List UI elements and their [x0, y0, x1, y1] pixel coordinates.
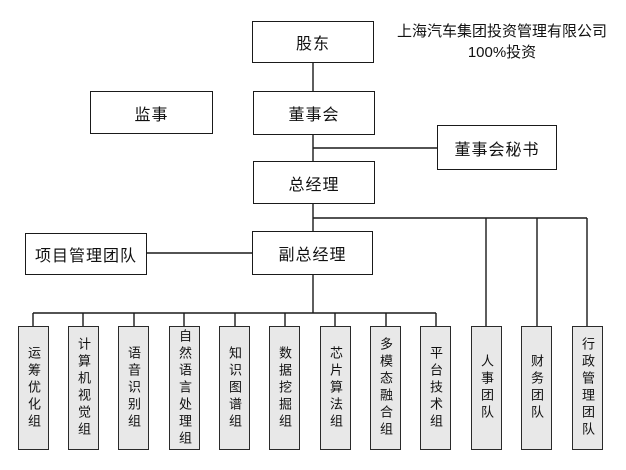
dept-box-data-mining-group: 数据挖掘组: [269, 326, 300, 450]
org-box-label: 总经理: [288, 176, 340, 194]
dept-label: 语音识别组: [126, 345, 141, 431]
org-box-board-secretary: 董事会秘书: [437, 125, 557, 170]
dept-label: 财务团队: [529, 354, 544, 422]
investor-company-name: 上海汽车集团投资管理有限公司: [396, 23, 607, 40]
dept-box-admin-management-team: 行政管理团队: [572, 326, 603, 450]
org-box-deputy-general-manager: 副总经理: [252, 231, 373, 275]
dept-label: 运筹优化组: [26, 345, 41, 431]
org-box-general-manager: 总经理: [253, 161, 375, 204]
org-box-label: 董事会秘书: [454, 141, 540, 159]
org-box-board-of-directors: 董事会: [253, 91, 375, 135]
org-box-label: 项目管理团队: [34, 248, 137, 265]
dept-box-knowledge-graph-group: 知识图谱组: [219, 326, 250, 450]
dept-label: 数据挖掘组: [277, 345, 292, 431]
org-box-label: 副总经理: [278, 247, 347, 264]
dept-label: 平台技术组: [428, 345, 443, 431]
dept-label: 多模态融合组: [378, 337, 393, 439]
dept-box-finance-team: 财务团队: [521, 326, 552, 450]
org-box-supervisor: 监事: [90, 91, 213, 134]
dept-label: 芯片算法组: [328, 345, 343, 431]
dept-box-hr-team: 人事团队: [471, 326, 502, 450]
dept-box-chip-algorithm-group: 芯片算法组: [320, 326, 351, 450]
dept-box-multimodal-fusion-group: 多模态融合组: [370, 326, 401, 450]
dept-box-speech-recognition-group: 语音识别组: [118, 326, 149, 450]
dept-box-nlp-group: 自然语言处理组: [169, 326, 200, 450]
dept-box-operations-research-optimization-group: 运筹优化组: [18, 326, 49, 450]
org-box-shareholder: 股东: [252, 21, 374, 63]
dept-label: 自然语言处理组: [177, 328, 192, 448]
investment-percentage: 100%投资: [467, 44, 537, 61]
dept-box-platform-technology-group: 平台技术组: [420, 326, 451, 450]
dept-label: 人事团队: [479, 354, 494, 422]
dept-label: 计算机视觉组: [76, 337, 91, 439]
org-box-label: 董事会: [288, 107, 340, 124]
org-box-label: 监事: [134, 106, 169, 124]
dept-box-computer-vision-group: 计算机视觉组: [68, 326, 99, 450]
org-box-project-management-team: 项目管理团队: [25, 233, 147, 275]
dept-label: 行政管理团队: [580, 337, 595, 439]
org-box-label: 股东: [295, 36, 330, 53]
dept-label: 知识图谱组: [227, 345, 242, 431]
investment-annotation: 上海汽车集团投资管理有限公司 100%投资: [384, 21, 620, 63]
